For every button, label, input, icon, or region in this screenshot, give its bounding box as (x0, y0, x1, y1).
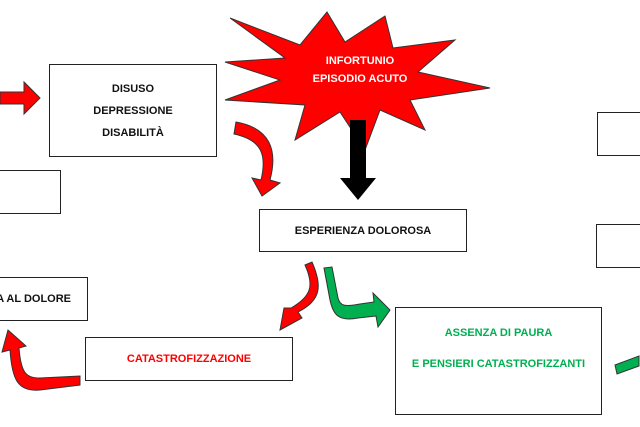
esperienza-box: ESPERIENZA DOLOROSA (259, 209, 467, 252)
disuso-box: DISUSO DEPRESSIONE DISABILITÀ (49, 64, 217, 157)
starburst-line1: INFORTUNIO (325, 55, 395, 67)
right-empty-box-top (597, 112, 640, 156)
disuso-line: DISUSO (111, 82, 155, 95)
black-down-arrow (340, 120, 376, 200)
dolore-box: A AL DOLORE (0, 277, 88, 321)
depressione-line: DEPRESSIONE (93, 104, 173, 117)
green-arrow-to-assenza (323, 266, 391, 329)
assenza-line2: E PENSIERI CATASTROFIZZANTI (411, 358, 586, 370)
green-arrow-right-edge (614, 355, 640, 375)
right-empty-box-bottom (596, 224, 640, 268)
red-arrow-to-catastrofizzazione (279, 261, 319, 331)
red-arrow-to-dolore (1, 329, 81, 391)
assenza-box: ASSENZA DI PAURA E PENSIERI CATASTROFIZZ… (395, 307, 602, 415)
catastrofizzazione-box: CATASTROFIZZAZIONE (85, 337, 293, 381)
catastrofizzazione-label: CATASTROFIZZAZIONE (126, 353, 252, 365)
left-empty-box (0, 170, 61, 214)
assenza-line1: ASSENZA DI PAURA (444, 327, 553, 339)
dolore-label: A AL DOLORE (0, 293, 71, 305)
red-arrow-to-disuso (0, 80, 41, 116)
esperienza-label: ESPERIENZA DOLOROSA (294, 224, 432, 237)
disabilita-line: DISABILITÀ (102, 126, 164, 139)
starburst-label: INFORTUNIO EPISODIO ACUTO (290, 52, 430, 88)
starburst-shape (224, 11, 491, 152)
starburst-line2: EPISODIO ACUTO (312, 73, 408, 85)
red-curved-arrow-to-esperienza (233, 121, 282, 197)
